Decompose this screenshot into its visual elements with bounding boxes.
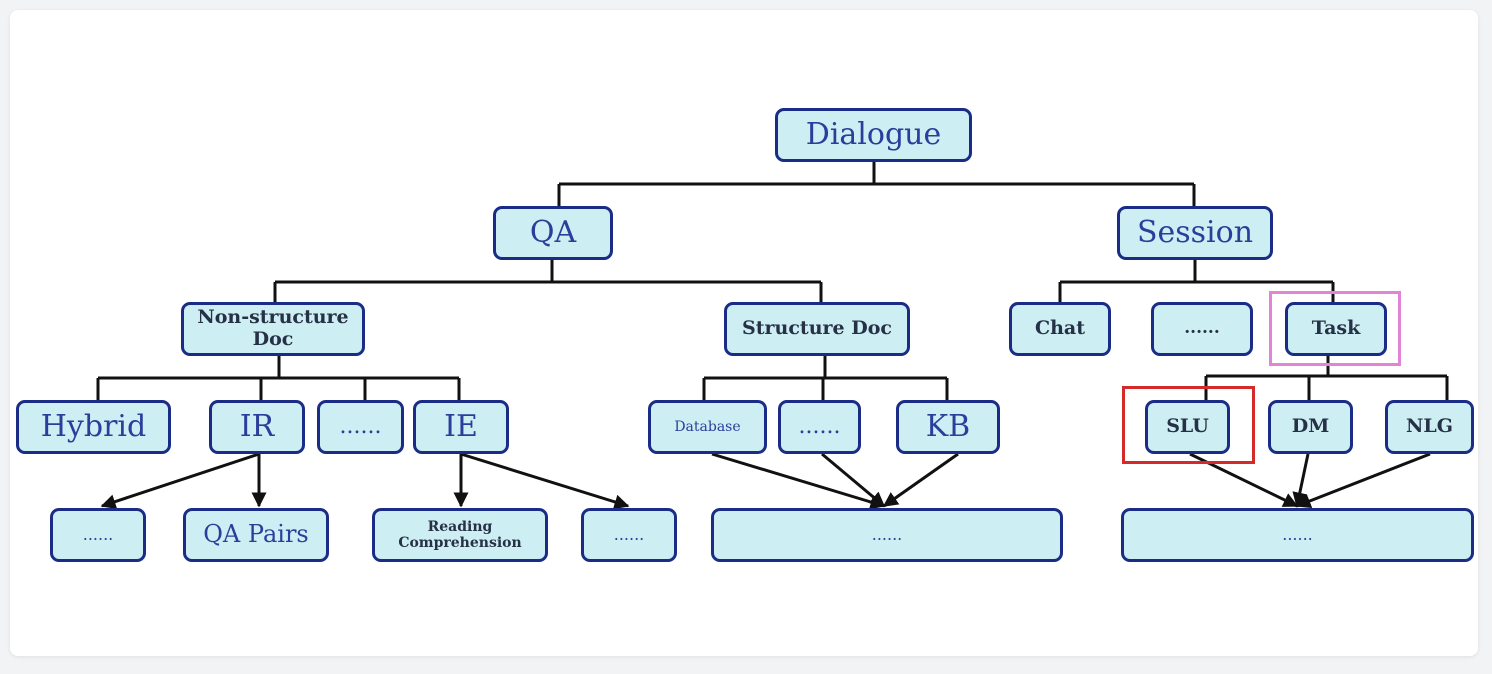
arrow-dm-to-leaf <box>1292 453 1310 508</box>
node-structure-ellipsis: ...... <box>778 400 861 454</box>
node-session: Session <box>1117 206 1273 260</box>
node-slu: SLU <box>1145 400 1230 454</box>
node-structure-leaf-ellipsis: ...... <box>711 508 1063 562</box>
node-database: Database <box>648 400 767 454</box>
node-session-ellipsis: ...... <box>1151 302 1253 356</box>
arrow-nlg-to-leaf <box>1295 452 1431 509</box>
node-task-leaf-ellipsis: ...... <box>1121 508 1474 562</box>
edge-non-structure-children <box>96 356 461 400</box>
node-dm: DM <box>1268 400 1353 454</box>
node-ie-ellipsis: ...... <box>581 508 677 562</box>
node-non-structure-ellipsis: ...... <box>317 400 404 454</box>
highlight-slu-box <box>1122 386 1255 464</box>
arrow-ie-to-ellipsis <box>460 452 630 510</box>
arrow-ir-to-ellipsis <box>100 452 260 509</box>
edge-structure-children <box>702 356 949 400</box>
node-non-structure-doc: Non-structure Doc <box>181 302 365 356</box>
node-structure-doc: Structure Doc <box>724 302 910 356</box>
tree-edges <box>96 162 1449 510</box>
node-qa: QA <box>493 206 613 260</box>
node-ie: IE <box>413 400 509 454</box>
diagram-card: Dialogue QA Session Non-structure Doc St… <box>10 10 1478 656</box>
highlight-task-box <box>1269 291 1401 366</box>
arrow-structure-ellipsis-to-leaf <box>821 452 886 508</box>
node-nlg: NLG <box>1385 400 1474 454</box>
edge-dialogue-children <box>557 162 1196 206</box>
edge-qa-children <box>273 260 823 302</box>
node-kb: KB <box>896 400 1000 454</box>
node-reading-comprehension: Reading Comprehension <box>372 508 548 562</box>
node-qa-pairs: QA Pairs <box>183 508 329 562</box>
node-dialogue: Dialogue <box>775 108 972 162</box>
node-ir-ellipsis: ...... <box>50 508 146 562</box>
node-chat: Chat <box>1009 302 1111 356</box>
arrow-kb-to-leaf <box>882 452 959 508</box>
node-hybrid: Hybrid <box>16 400 171 454</box>
arrow-database-to-leaf <box>711 452 886 510</box>
node-ir: IR <box>209 400 305 454</box>
node-task: Task <box>1285 302 1387 356</box>
edge-session-children <box>1058 260 1335 302</box>
